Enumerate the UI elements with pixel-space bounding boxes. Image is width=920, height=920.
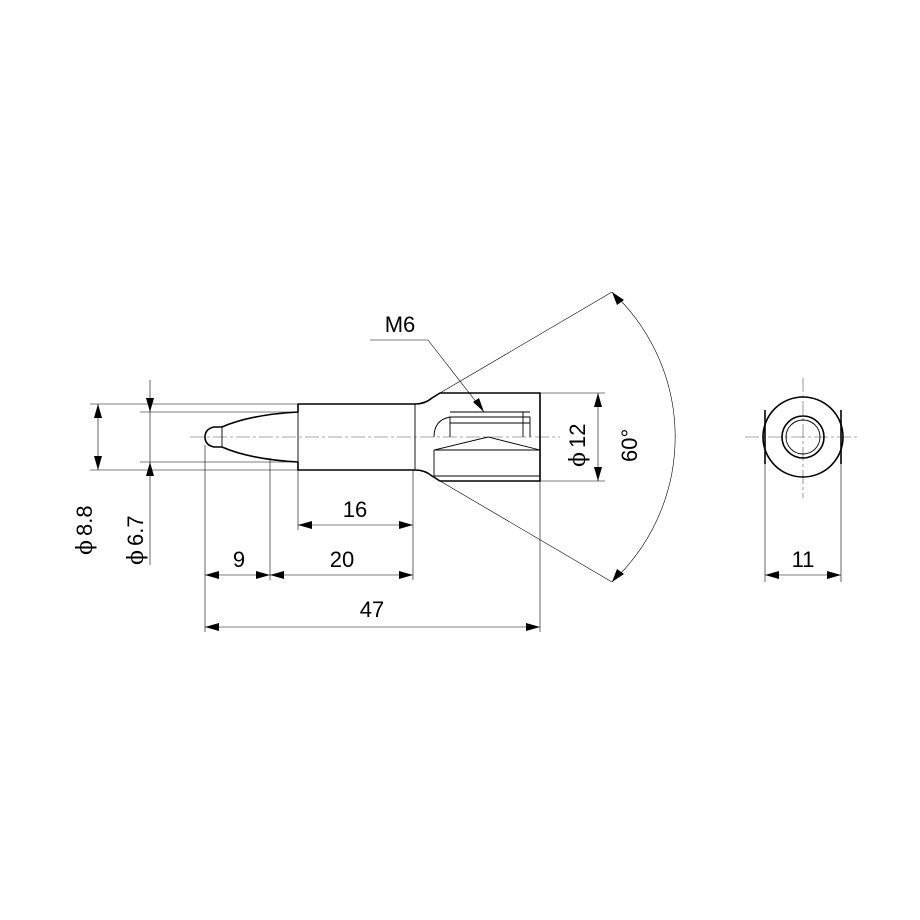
end-view-thread — [785, 419, 821, 455]
dim-angle: 60° — [611, 291, 676, 583]
dim-thread-depth: 16 — [298, 497, 413, 529]
dim-20-label: 20 — [330, 547, 354, 572]
dim-tip-and-body: 9 20 — [205, 547, 413, 579]
end-view-outer — [762, 396, 844, 478]
thread-callout: M6 — [370, 312, 485, 413]
dim-47-label: 47 — [360, 597, 384, 622]
dim-diameter-12: ϕ12 — [565, 393, 602, 481]
dim-8-8-label: ϕ8.8 — [72, 505, 98, 555]
dim-9-label: 9 — [233, 547, 245, 572]
end-view — [745, 378, 860, 498]
dim-16-label: 16 — [343, 497, 367, 522]
dim-overall-length: 47 — [205, 597, 540, 631]
dim-end-width: 11 — [764, 464, 842, 582]
dim-12-label: ϕ12 — [565, 424, 591, 467]
m6-label: M6 — [385, 312, 416, 337]
part-outline — [221, 392, 541, 482]
dim-diameter-8-8: ϕ8.8 — [72, 404, 102, 555]
part-tip — [204, 426, 222, 448]
hex-edge-lower — [433, 450, 540, 477]
dim-11-label: 11 — [792, 547, 815, 572]
dim-diameter-6-7: ϕ6.7 — [123, 380, 154, 565]
end-view-bore — [781, 415, 825, 459]
extension-lines — [90, 291, 613, 632]
thread-slot — [433, 416, 531, 438]
side-view — [190, 392, 560, 482]
hex-flat — [433, 436, 541, 451]
dim-6-7-label: ϕ6.7 — [123, 515, 149, 565]
dim-60-label: 60° — [617, 429, 642, 462]
